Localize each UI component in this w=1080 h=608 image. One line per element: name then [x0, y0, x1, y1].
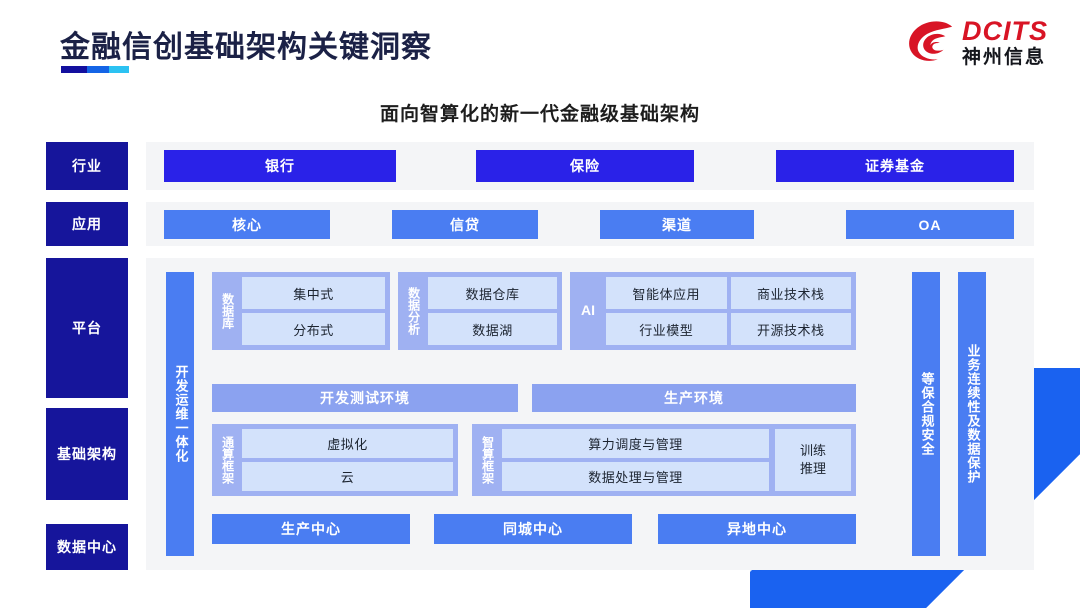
training-label: 训练 — [799, 443, 826, 459]
group-caption-database: 数据库 — [220, 293, 235, 329]
group-body-intelligent-compute: 算力调度与管理 数据处理与管理 — [502, 429, 769, 491]
industry-chip-insurance[interactable]: 保险 — [476, 150, 694, 182]
platform-infrastructure-box: 开发运维一体化 等保合规安全 业务连续性及数据保护 数据库 集中式 分布式 — [146, 258, 1034, 570]
env-bar-dev-test[interactable]: 开发测试环境 — [212, 384, 518, 412]
group-database: 数据库 集中式 分布式 — [212, 272, 390, 350]
rule-segment-1 — [61, 66, 87, 73]
group-data-analysis: 数据分析 数据仓库 数据湖 — [398, 272, 562, 350]
group-body-database: 集中式 分布式 — [242, 277, 385, 345]
platform-inner-grid: 数据库 集中式 分布式 数据分析 数据仓库 — [212, 272, 898, 556]
group-intelligent-compute-framework: 智算框架 算力调度与管理 数据处理与管理 训练 推理 — [472, 424, 856, 496]
group-row: 云 — [242, 462, 453, 491]
tile-virtualization[interactable]: 虚拟化 — [242, 429, 453, 458]
group-row: 数据仓库 — [428, 277, 557, 309]
tile-cloud[interactable]: 云 — [242, 462, 453, 491]
tile-commercial-stack[interactable]: 商业技术栈 — [730, 277, 851, 309]
datacenter-chip-remote[interactable]: 异地中心 — [658, 514, 856, 544]
inference-label: 推理 — [799, 461, 826, 476]
title-underline-rule — [61, 66, 129, 73]
application-chip-core[interactable]: 核心 — [164, 210, 330, 239]
group-body-ai: 智能体应用 商业技术栈 行业模型 开源技术栈 — [606, 277, 851, 345]
env-bar-production[interactable]: 生产环境 — [532, 384, 856, 412]
diagram-subtitle: 面向智算化的新一代金融级基础架构 — [379, 104, 700, 125]
logo-text-cn: 神州信息 — [962, 47, 1047, 68]
group-general-compute-framework: 通算框架 虚拟化 云 — [212, 424, 458, 496]
group-caption-intelligent-compute: 智算框架 — [480, 436, 495, 484]
page-title: 金融信创基础架构关键洞察 — [60, 31, 432, 64]
tile-data-lake[interactable]: 数据湖 — [428, 313, 557, 345]
industry-chip-bank[interactable]: 银行 — [164, 150, 396, 182]
vertical-bar-devops[interactable]: 开发运维一体化 — [166, 272, 194, 556]
tier-label-column: 行业 应用 平台 基础架构 数据中心 — [46, 142, 128, 570]
diagram-panels: 银行 保险 证券基金 核心 信贷 渠道 OA 开发运维一体化 等保合规安全 业务… — [146, 142, 1034, 570]
group-row: 数据湖 — [428, 313, 557, 345]
rule-segment-2 — [86, 66, 109, 73]
industry-band: 银行 保险 证券基金 — [146, 142, 1034, 190]
group-row: 数据处理与管理 — [502, 462, 769, 491]
group-body-data-analysis: 数据仓库 数据湖 — [428, 277, 557, 345]
tier-label-infrastructure: 基础架构 — [46, 408, 128, 500]
group-row: 集中式 — [242, 277, 385, 309]
tier-label-datacenter: 数据中心 — [46, 524, 128, 570]
industry-chip-securities[interactable]: 证券基金 — [776, 150, 1014, 182]
tier-label-industry: 行业 — [46, 142, 128, 190]
application-chip-channel[interactable]: 渠道 — [600, 210, 754, 239]
group-caption-general-compute: 通算框架 — [220, 436, 235, 484]
architecture-diagram: 行业 应用 平台 基础架构 数据中心 银行 保险 证券基金 核心 信贷 渠道 O… — [46, 142, 1034, 570]
datacenter-chip-production[interactable]: 生产中心 — [212, 514, 410, 544]
rule-segment-3 — [108, 66, 129, 73]
brand-logo: DCITS 神州信息 — [908, 18, 1048, 67]
tile-data-processing[interactable]: 数据处理与管理 — [502, 462, 769, 491]
group-caption-ai: AI — [581, 302, 595, 319]
tile-opensource-stack[interactable]: 开源技术栈 — [730, 313, 851, 345]
group-row: 算力调度与管理 — [502, 429, 769, 458]
vertical-bar-bcp[interactable]: 业务连续性及数据保护 — [958, 272, 986, 556]
group-row: 行业模型 开源技术栈 — [606, 313, 851, 345]
tile-agent-application[interactable]: 智能体应用 — [606, 277, 727, 309]
tile-distributed[interactable]: 分布式 — [242, 313, 385, 345]
tier-label-application: 应用 — [46, 202, 128, 246]
logo-text-en: DCITS — [962, 16, 1048, 46]
tile-compute-scheduling[interactable]: 算力调度与管理 — [502, 429, 769, 458]
tile-data-warehouse[interactable]: 数据仓库 — [428, 277, 557, 309]
group-row: 智能体应用 商业技术栈 — [606, 277, 851, 309]
page-header: 金融信创基础架构关键洞察 DCITS 神州信息 — [0, 0, 1080, 90]
tile-industry-model[interactable]: 行业模型 — [606, 313, 727, 345]
dcits-swoosh-icon — [909, 20, 953, 61]
group-ai: AI 智能体应用 商业技术栈 行业模型 开源技术栈 — [570, 272, 856, 350]
tile-training-inference[interactable]: 训练 推理 — [775, 429, 851, 491]
tile-centralized[interactable]: 集中式 — [242, 277, 385, 309]
application-chip-credit[interactable]: 信贷 — [392, 210, 538, 239]
group-body-general-compute: 虚拟化 云 — [242, 429, 453, 491]
datacenter-chip-metro[interactable]: 同城中心 — [434, 514, 632, 544]
vertical-bar-security[interactable]: 等保合规安全 — [912, 272, 940, 556]
tier-label-platform: 平台 — [46, 258, 128, 398]
group-row: 虚拟化 — [242, 429, 453, 458]
application-band: 核心 信贷 渠道 OA — [146, 202, 1034, 246]
group-row: 分布式 — [242, 313, 385, 345]
application-chip-oa[interactable]: OA — [846, 210, 1014, 239]
group-caption-data-analysis: 数据分析 — [406, 287, 421, 335]
